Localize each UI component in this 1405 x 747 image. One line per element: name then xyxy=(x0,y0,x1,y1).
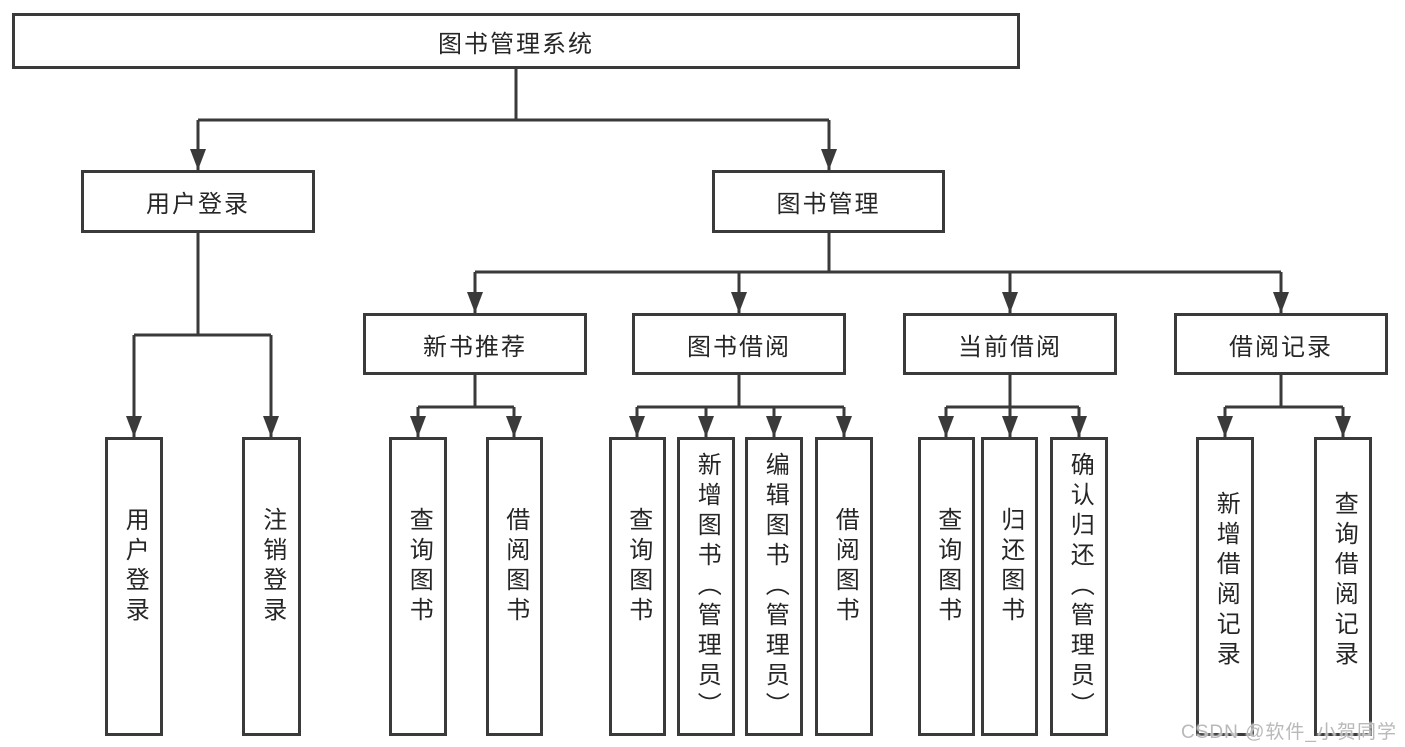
node-book-borrow: 图书借阅 xyxy=(632,313,846,375)
leaf-recommend-borrow-book: 借阅图书 xyxy=(486,437,543,736)
leaf-record-add-record: 新增借阅记录 xyxy=(1196,437,1254,736)
leaf-record-query-record-label: 查询借阅记录 xyxy=(1330,490,1358,671)
node-borrow-record-label: 借阅记录 xyxy=(1229,333,1333,361)
node-book-borrow-label: 图书借阅 xyxy=(687,333,791,361)
leaf-current-query-book-label: 查询图书 xyxy=(933,506,961,627)
node-new-book-recommend-label: 新书推荐 xyxy=(423,333,527,361)
leaf-borrow-query-book-label: 查询图书 xyxy=(624,506,652,627)
leaf-borrow-borrow-book: 借阅图书 xyxy=(815,437,873,736)
leaf-borrow-query-book: 查询图书 xyxy=(609,437,666,736)
leaf-borrow-edit-book-admin: 编辑图书（管理员） xyxy=(745,437,803,736)
leaf-record-add-record-label: 新增借阅记录 xyxy=(1212,490,1240,671)
watermark-text: CSDN @软件_小贺同学 xyxy=(1181,722,1397,743)
leaf-current-return-book: 归还图书 xyxy=(981,437,1038,736)
node-borrow-record: 借阅记录 xyxy=(1174,313,1388,375)
leaf-current-confirm-return-admin-label: 确认归还（管理员） xyxy=(1066,451,1094,722)
leaf-logout-login-label: 注销登录 xyxy=(258,506,286,627)
node-book-mgmt: 图书管理 xyxy=(712,170,945,233)
leaf-recommend-query-book: 查询图书 xyxy=(389,437,447,736)
node-current-borrow-label: 当前借阅 xyxy=(958,333,1062,361)
leaf-user-login: 用户登录 xyxy=(105,437,163,736)
leaf-recommend-query-book-label: 查询图书 xyxy=(405,506,433,627)
leaf-borrow-borrow-book-label: 借阅图书 xyxy=(831,506,859,627)
leaf-record-query-record: 查询借阅记录 xyxy=(1314,437,1372,736)
leaf-borrow-add-book-admin-label: 新增图书（管理员） xyxy=(693,451,721,722)
node-root-label: 图书管理系统 xyxy=(438,30,594,58)
node-current-borrow: 当前借阅 xyxy=(903,313,1117,375)
leaf-current-confirm-return-admin: 确认归还（管理员） xyxy=(1050,437,1108,736)
node-new-book-recommend: 新书推荐 xyxy=(363,313,587,375)
node-book-mgmt-label: 图书管理 xyxy=(776,191,881,218)
leaf-logout-login: 注销登录 xyxy=(242,437,301,736)
leaf-borrow-add-book-admin: 新增图书（管理员） xyxy=(677,437,735,736)
leaf-current-return-book-label: 归还图书 xyxy=(996,506,1024,627)
leaf-borrow-edit-book-admin-label: 编辑图书（管理员） xyxy=(761,451,789,722)
node-user-login-label: 用户登录 xyxy=(146,191,250,218)
leaf-user-login-label: 用户登录 xyxy=(121,506,149,627)
leaf-recommend-borrow-book-label: 借阅图书 xyxy=(501,506,529,627)
node-root: 图书管理系统 xyxy=(12,13,1020,69)
leaf-current-query-book: 查询图书 xyxy=(918,437,975,736)
node-user-login: 用户登录 xyxy=(81,170,315,233)
